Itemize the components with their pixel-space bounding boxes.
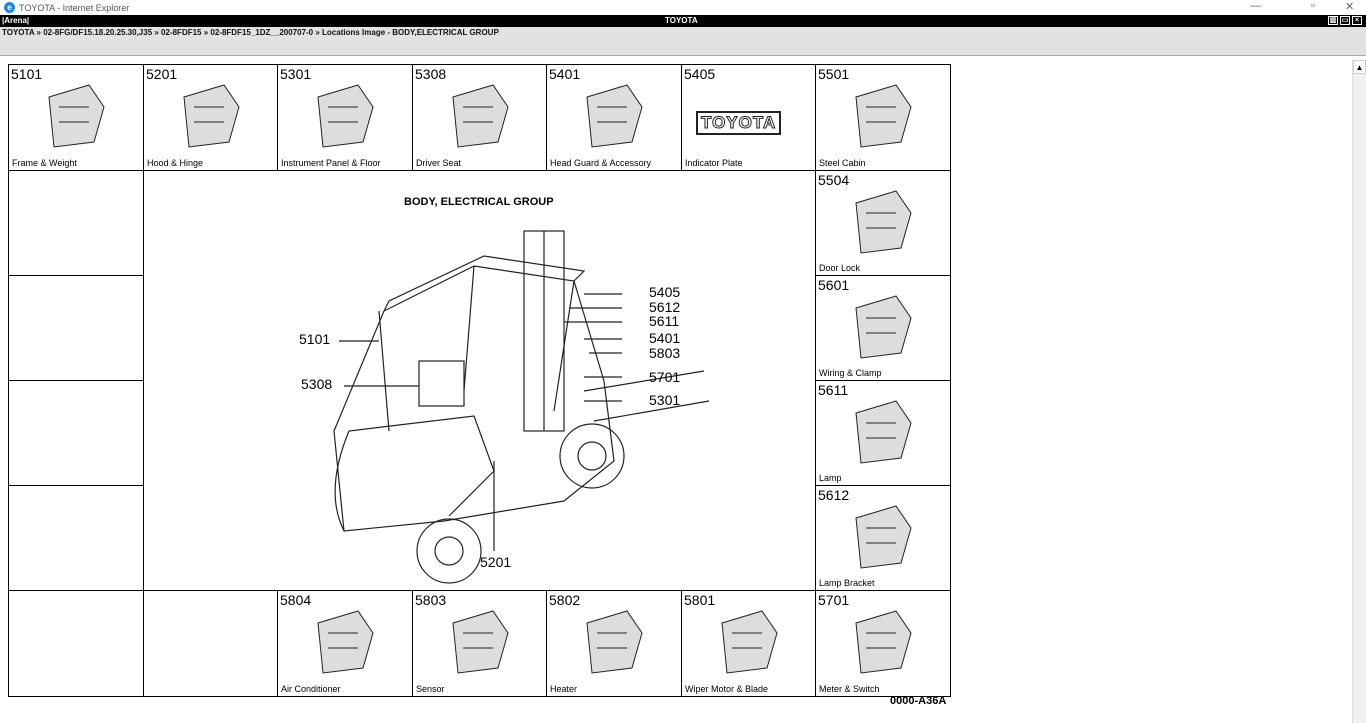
callout-5803[interactable]: 5803 (649, 345, 681, 361)
part-thumbnail (855, 610, 912, 674)
part-label: Steel Cabin (819, 158, 866, 168)
part-code: 5101 (11, 66, 43, 82)
part-code: 5201 (146, 66, 178, 82)
breadcrumb: TOYOTA » 02-8FG/DF15.18.20.25.30,J35 » 0… (0, 27, 1366, 55)
part-label: Driver Seat (416, 158, 462, 168)
part-code: 5601 (818, 277, 850, 293)
part-thumbnail (452, 610, 509, 674)
content-title: TOYOTA (665, 16, 698, 25)
part-code: 5401 (549, 66, 581, 82)
part-label: Frame & Weight (12, 158, 77, 168)
part-thumbnail (855, 400, 912, 464)
empty-cell (8, 275, 144, 381)
part-thumbnail (721, 610, 778, 674)
callout-5301[interactable]: 5301 (649, 392, 681, 408)
callout-5701[interactable]: 5701 (649, 369, 681, 385)
part-code: 5504 (818, 172, 850, 188)
part-label: Wiper Motor & Blade (685, 684, 769, 694)
part-thumbnail (855, 190, 912, 254)
part-thumbnail (452, 84, 509, 148)
part-code: 5802 (549, 592, 581, 608)
empty-cell (8, 485, 144, 591)
part-label: Air Conditioner (281, 684, 341, 694)
drawing-code: 0000-A36A (890, 695, 947, 707)
part-label: Wiring & Clamp (819, 368, 882, 378)
part-label: Indicator Plate (685, 158, 743, 168)
part-code: 5803 (415, 592, 447, 608)
part-thumbnail (586, 84, 643, 148)
part-thumbnail (586, 610, 643, 674)
restore-button[interactable]: ▭ (1340, 16, 1350, 25)
callout-5405[interactable]: 5405 (649, 284, 681, 300)
diagram-title: BODY, ELECTRICAL GROUP (404, 196, 554, 208)
part-label: Sensor (416, 684, 445, 694)
empty-cell (8, 170, 144, 276)
callout-5308[interactable]: 5308 (301, 376, 333, 392)
part-code: 5501 (818, 66, 850, 82)
tile-button[interactable]: ▥ (1328, 16, 1338, 25)
part-label: Heater (550, 684, 578, 694)
empty-cell (143, 590, 278, 697)
part-thumbnail (855, 295, 912, 359)
part-thumbnail (48, 84, 105, 148)
callout-5201[interactable]: 5201 (480, 554, 512, 570)
maximize-button[interactable]: ▫ (1311, 0, 1315, 12)
part-code: 5804 (280, 592, 312, 608)
part-label: Head Guard & Accessory (550, 158, 652, 168)
part-thumbnail (317, 84, 374, 148)
part-code: 5301 (280, 66, 312, 82)
part-label: Lamp Bracket (819, 578, 875, 588)
empty-cell (8, 380, 144, 486)
part-thumbnail (183, 84, 240, 148)
part-label: Hood & Hinge (147, 158, 204, 168)
window-title-bar: e TOYOTA - Internet Explorer — ▫ ✕ (0, 0, 1366, 15)
ie-icon: e (4, 2, 15, 13)
part-code: 5801 (684, 592, 716, 608)
part-label: Meter & Switch (819, 684, 880, 694)
toyota-logo: TOYOTA (696, 111, 782, 135)
part-code: 5701 (818, 592, 850, 608)
part-label: Instrument Panel & Floor (281, 158, 381, 168)
close-button[interactable]: ✕ (1345, 1, 1355, 13)
minimize-button[interactable]: — (1250, 0, 1261, 12)
part-code: 5611 (818, 382, 849, 398)
part-thumbnail (317, 610, 374, 674)
part-thumbnail (855, 505, 912, 569)
callout-5401[interactable]: 5401 (649, 330, 681, 346)
scroll-up-arrow-icon[interactable]: ▲ (1353, 60, 1366, 74)
empty-cell (8, 590, 144, 697)
part-thumbnail (855, 84, 912, 148)
app-label: |Arena| (2, 16, 30, 25)
callout-5612[interactable]: 5612 (649, 299, 681, 315)
callout-5611[interactable]: 5611 (649, 313, 680, 329)
forklift-illustration (333, 230, 710, 584)
window-title: TOYOTA - Internet Explorer (19, 2, 130, 13)
part-code: 5612 (818, 487, 850, 503)
app-header: |Arena| TOYOTA ▥▭× (0, 15, 1366, 27)
part-label: Door Lock (819, 263, 861, 273)
frame-close-button[interactable]: × (1352, 16, 1362, 25)
part-code: 5308 (415, 66, 447, 82)
part-code: 5405 (684, 66, 716, 82)
vertical-scrollbar[interactable]: ▲ (1352, 60, 1366, 723)
callout-5101[interactable]: 5101 (299, 331, 331, 347)
part-label: Lamp (819, 473, 842, 483)
